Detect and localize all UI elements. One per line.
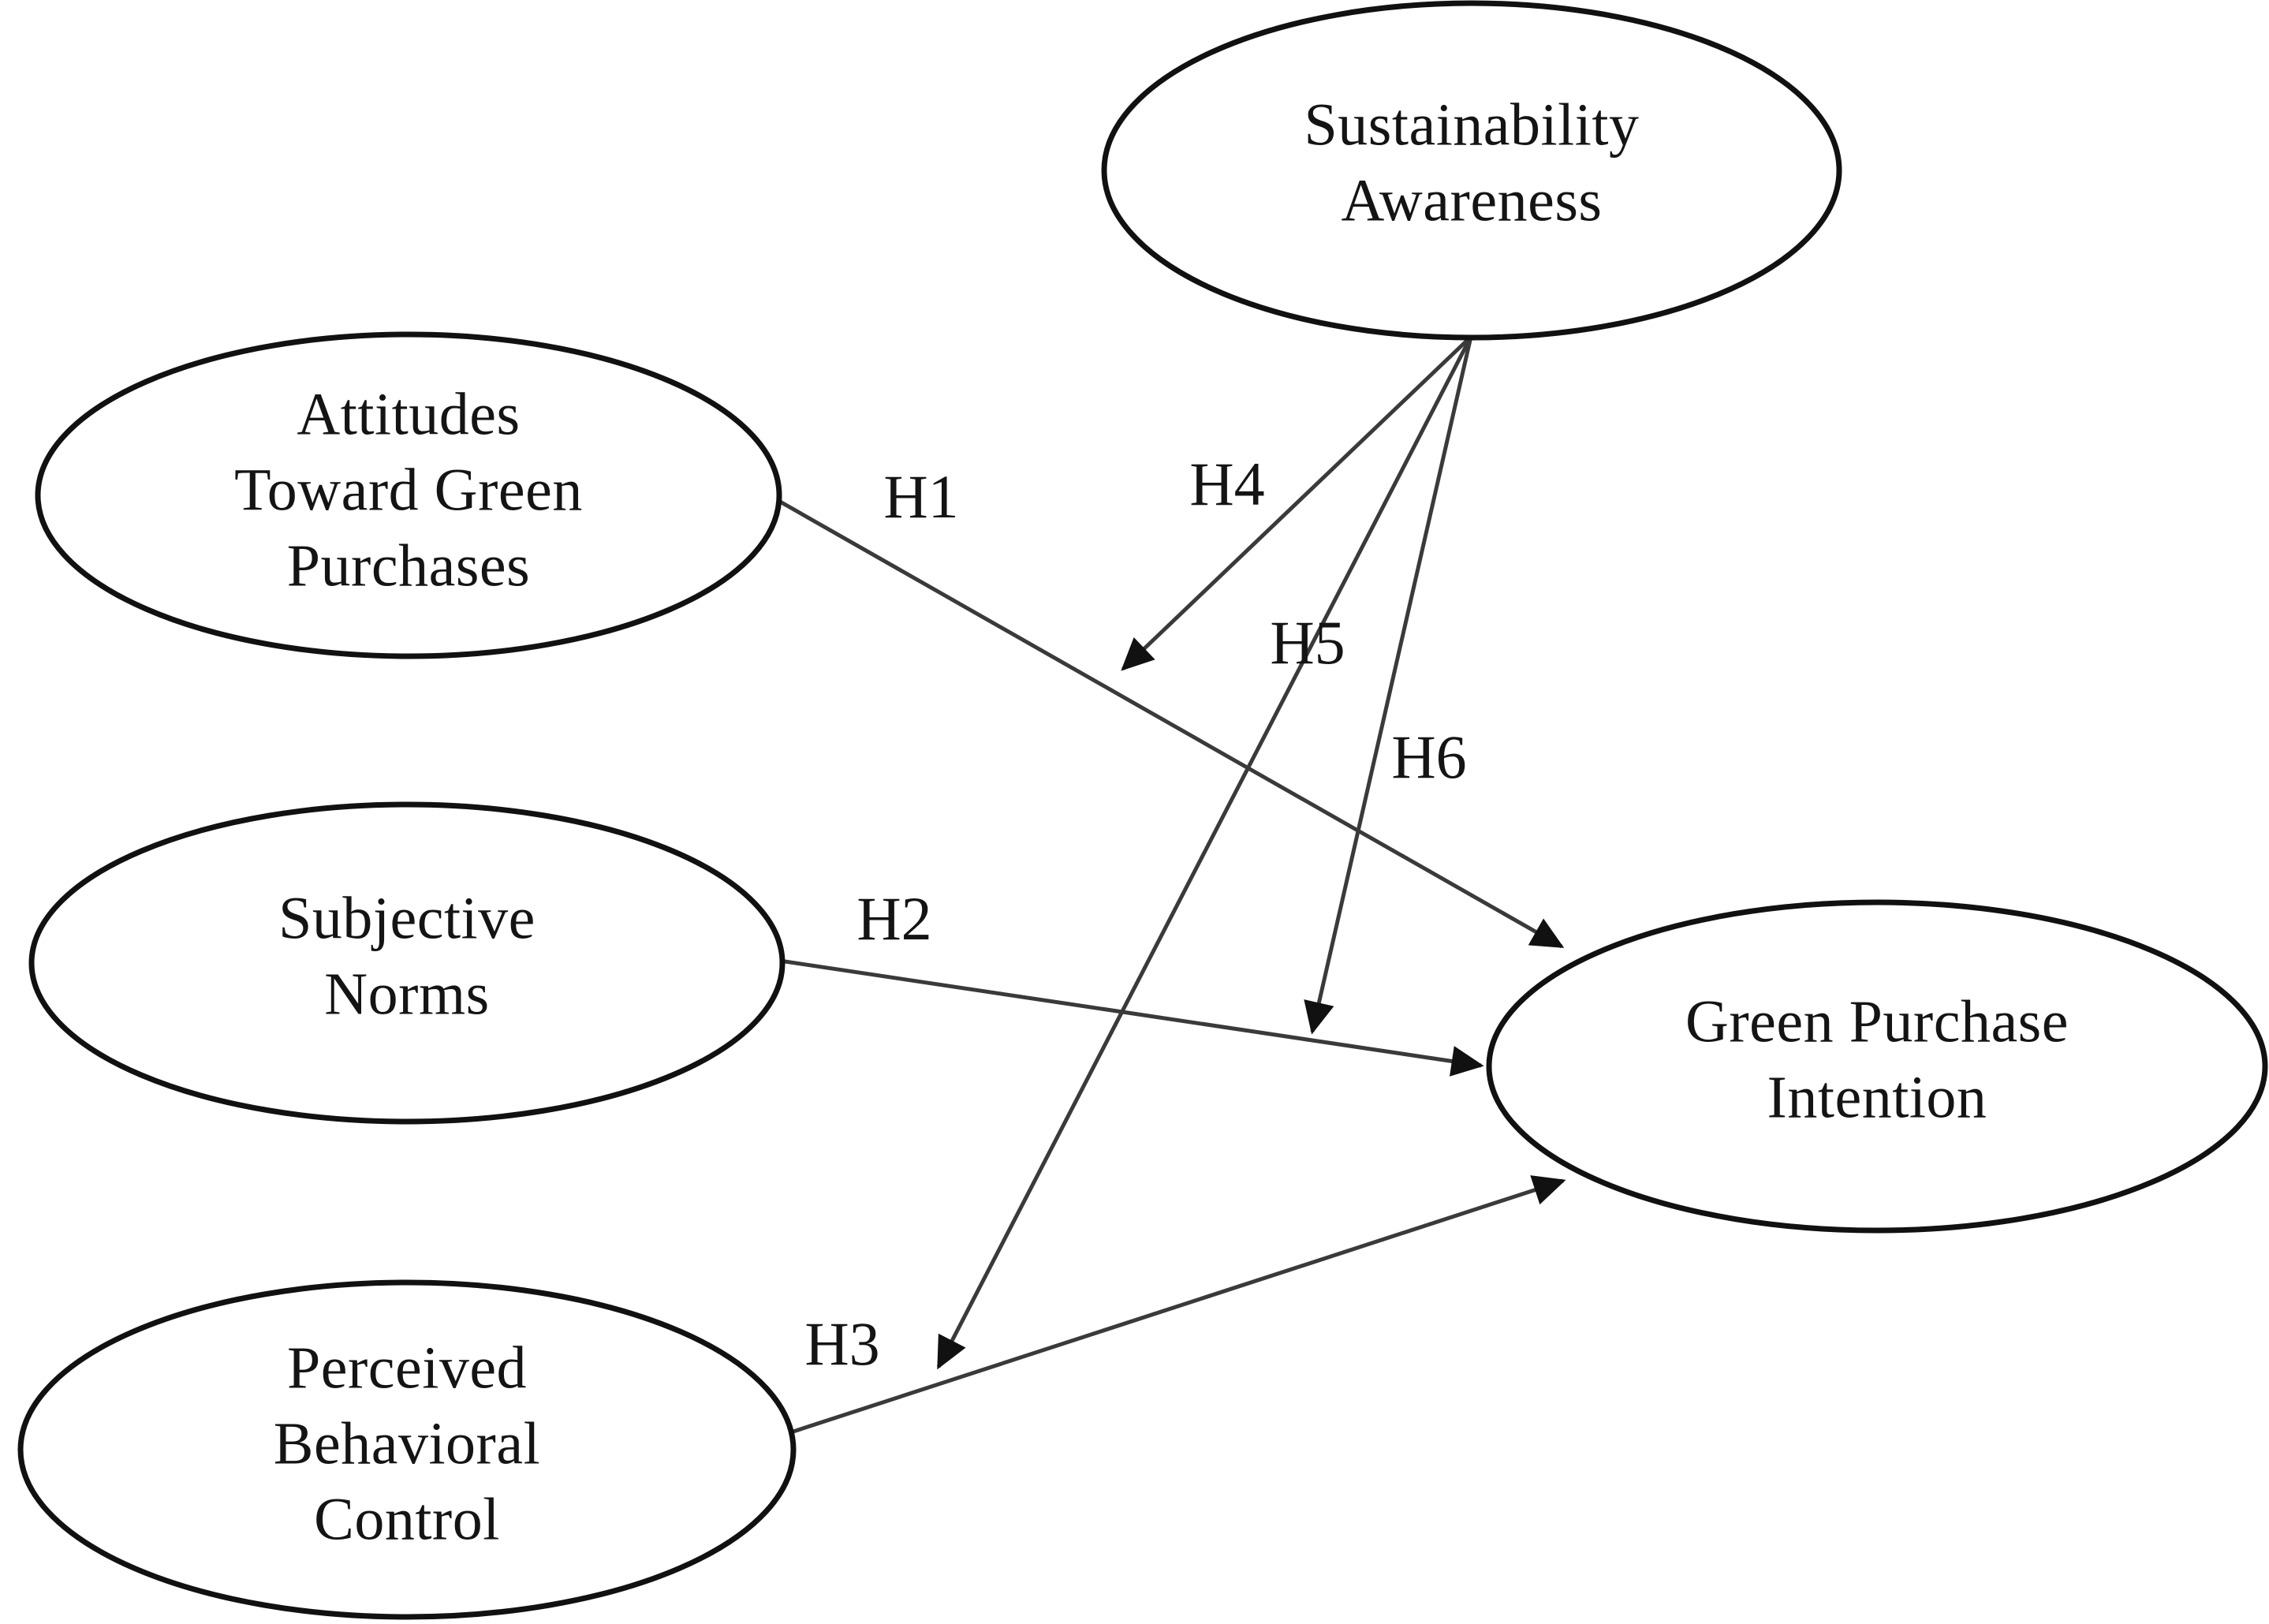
node-label-sustainability-awareness-line2: Awareness bbox=[1342, 167, 1603, 233]
node-green-purchase-intention[interactable]: Green Purchase Intention bbox=[1486, 899, 2268, 1234]
hypothesis-label-h4: H4 bbox=[1189, 450, 1264, 518]
node-label-pbc-line1: Perceived bbox=[287, 1335, 527, 1401]
h5-arrow-line bbox=[936, 335, 1473, 1370]
hypothesis-label-h3: H3 bbox=[804, 1309, 879, 1378]
hypothesis-label-h6: H6 bbox=[1391, 722, 1466, 791]
node-label-subjective-norms-line1: Subjective bbox=[278, 885, 536, 951]
path-h1: H1 bbox=[767, 462, 1565, 949]
node-perceived-behavioral-control[interactable]: Perceived Behavioral Control bbox=[17, 1279, 797, 1620]
h2-arrow-line bbox=[768, 957, 1484, 1077]
path-h6: H6 bbox=[1304, 336, 1473, 1035]
node-ellipse-green-purchase-intention[interactable] bbox=[1486, 899, 2268, 1234]
node-label-green-purchase-intention-line2: Intention bbox=[1767, 1064, 1987, 1130]
h6-arrow-line bbox=[1304, 336, 1473, 1035]
node-attitudes-toward-green-purchases[interactable]: Attitudes Toward Green Purchases bbox=[35, 331, 782, 659]
node-ellipse-attitudes-toward-green-purchases[interactable] bbox=[35, 331, 782, 659]
hypothesis-label-h1: H1 bbox=[883, 462, 958, 531]
node-sustainability-awareness[interactable]: Sustainability Awareness bbox=[1101, 0, 1842, 341]
h1-arrow-line bbox=[767, 493, 1565, 949]
node-label-attitudes-line1: Attitudes bbox=[297, 381, 520, 447]
path-h4: H4 bbox=[1121, 335, 1472, 671]
node-ellipse-perceived-behavioral-control[interactable] bbox=[17, 1279, 797, 1620]
node-label-attitudes-line3: Purchases bbox=[287, 532, 530, 599]
node-label-green-purchase-intention-line1: Green Purchase bbox=[1685, 988, 2069, 1055]
node-ellipse-subjective-norms[interactable] bbox=[28, 801, 786, 1125]
node-subjective-norms[interactable]: Subjective Norms bbox=[28, 801, 786, 1125]
path-h5: H5 bbox=[936, 335, 1473, 1370]
path-h2: H2 bbox=[768, 884, 1484, 1077]
h3-arrow-line bbox=[766, 1175, 1566, 1443]
node-label-sustainability-awareness-line1: Sustainability bbox=[1304, 91, 1640, 158]
node-label-attitudes-line2: Toward Green bbox=[234, 457, 583, 523]
hypothesis-label-h5: H5 bbox=[1270, 608, 1345, 677]
h4-arrow-line bbox=[1121, 335, 1472, 671]
node-label-pbc-line2: Behavioral bbox=[274, 1410, 540, 1477]
node-ellipse-sustainability-awareness[interactable] bbox=[1101, 0, 1842, 341]
node-label-pbc-line3: Control bbox=[314, 1486, 500, 1552]
hypothesis-label-h2: H2 bbox=[856, 884, 931, 953]
node-label-subjective-norms-line2: Norms bbox=[324, 961, 489, 1027]
path-h3: H3 bbox=[766, 1175, 1566, 1443]
